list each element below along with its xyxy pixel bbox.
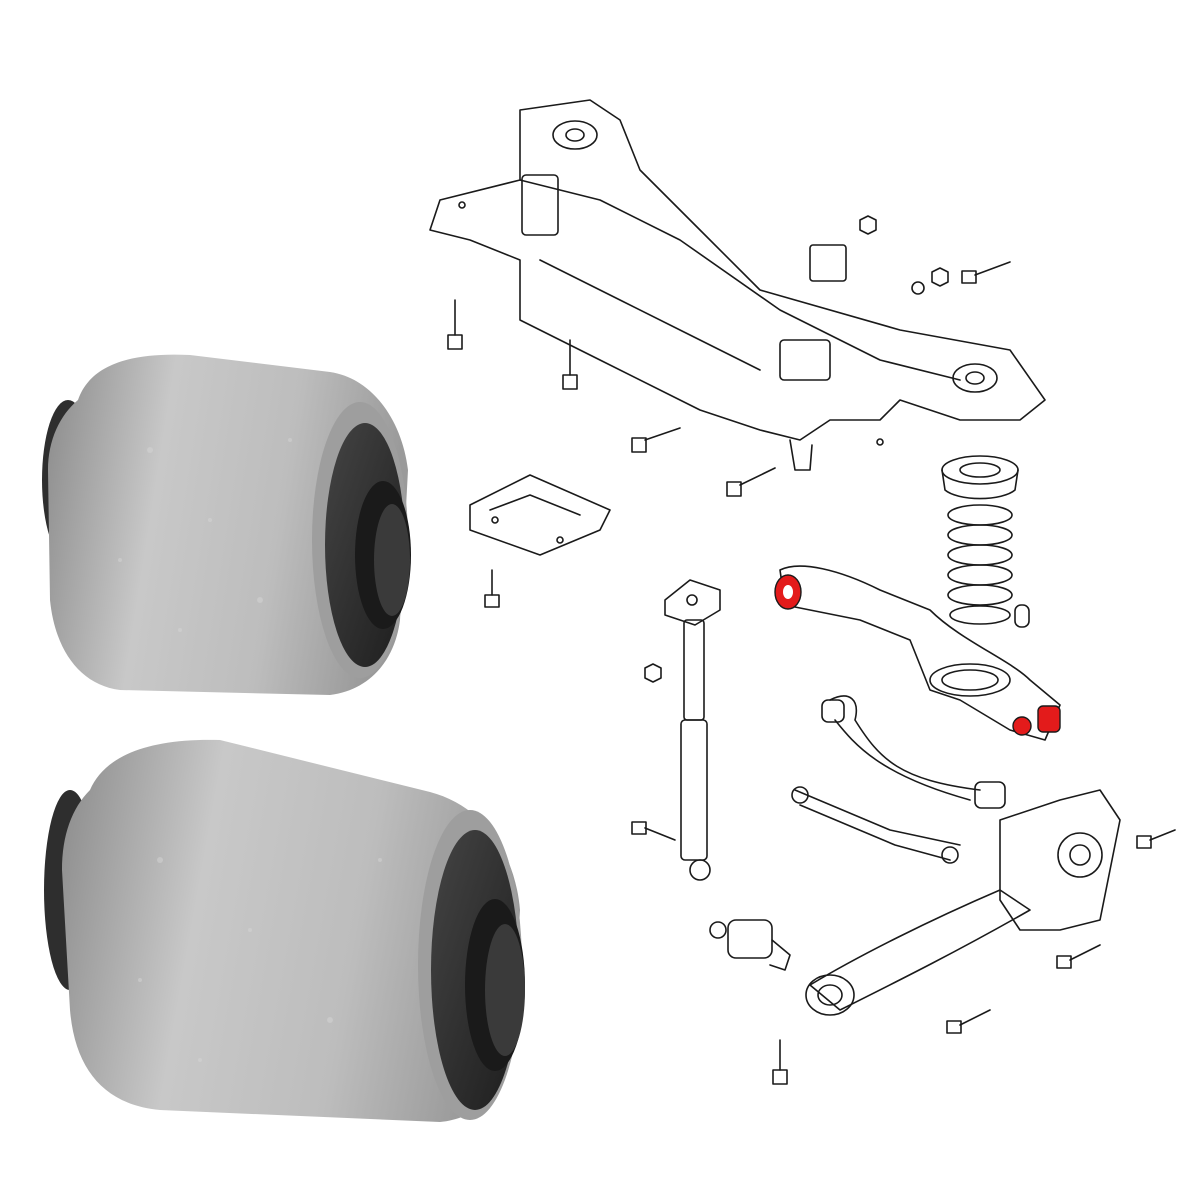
bushing-top-sleeve <box>48 354 408 695</box>
lower-arm-front-bushing-bore <box>783 585 793 599</box>
separate-bushing <box>709 919 791 971</box>
mounting-bracket <box>469 474 611 556</box>
bushing-bottom-inner-bore <box>485 924 525 1056</box>
toe-link <box>791 786 961 864</box>
bushing-top-photo <box>42 354 411 695</box>
lower-control-arm <box>779 565 1061 741</box>
hub-knuckle <box>999 789 1121 931</box>
highlighted-bushings <box>774 574 1061 736</box>
lower-arm-rear-bushing <box>1037 705 1061 733</box>
spring-seat <box>941 455 1019 500</box>
bushing-bottom-sleeve <box>62 739 520 1122</box>
shock-absorber <box>664 579 721 881</box>
rear-subframe <box>429 99 1046 471</box>
coil-spring <box>947 504 1030 628</box>
upper-control-arm <box>821 695 1006 809</box>
bolts <box>447 261 1176 1085</box>
bushing-top-inner-bore <box>374 504 410 616</box>
suspension-diagram <box>429 99 1176 1085</box>
bushing-top-texture <box>118 438 292 632</box>
lower-arm-rear-bushing-face <box>1012 716 1032 736</box>
trailing-arm <box>805 889 1031 1016</box>
bushing-bottom-photo <box>44 739 525 1122</box>
nuts <box>644 215 949 683</box>
bushing-bottom-texture <box>138 857 382 1062</box>
